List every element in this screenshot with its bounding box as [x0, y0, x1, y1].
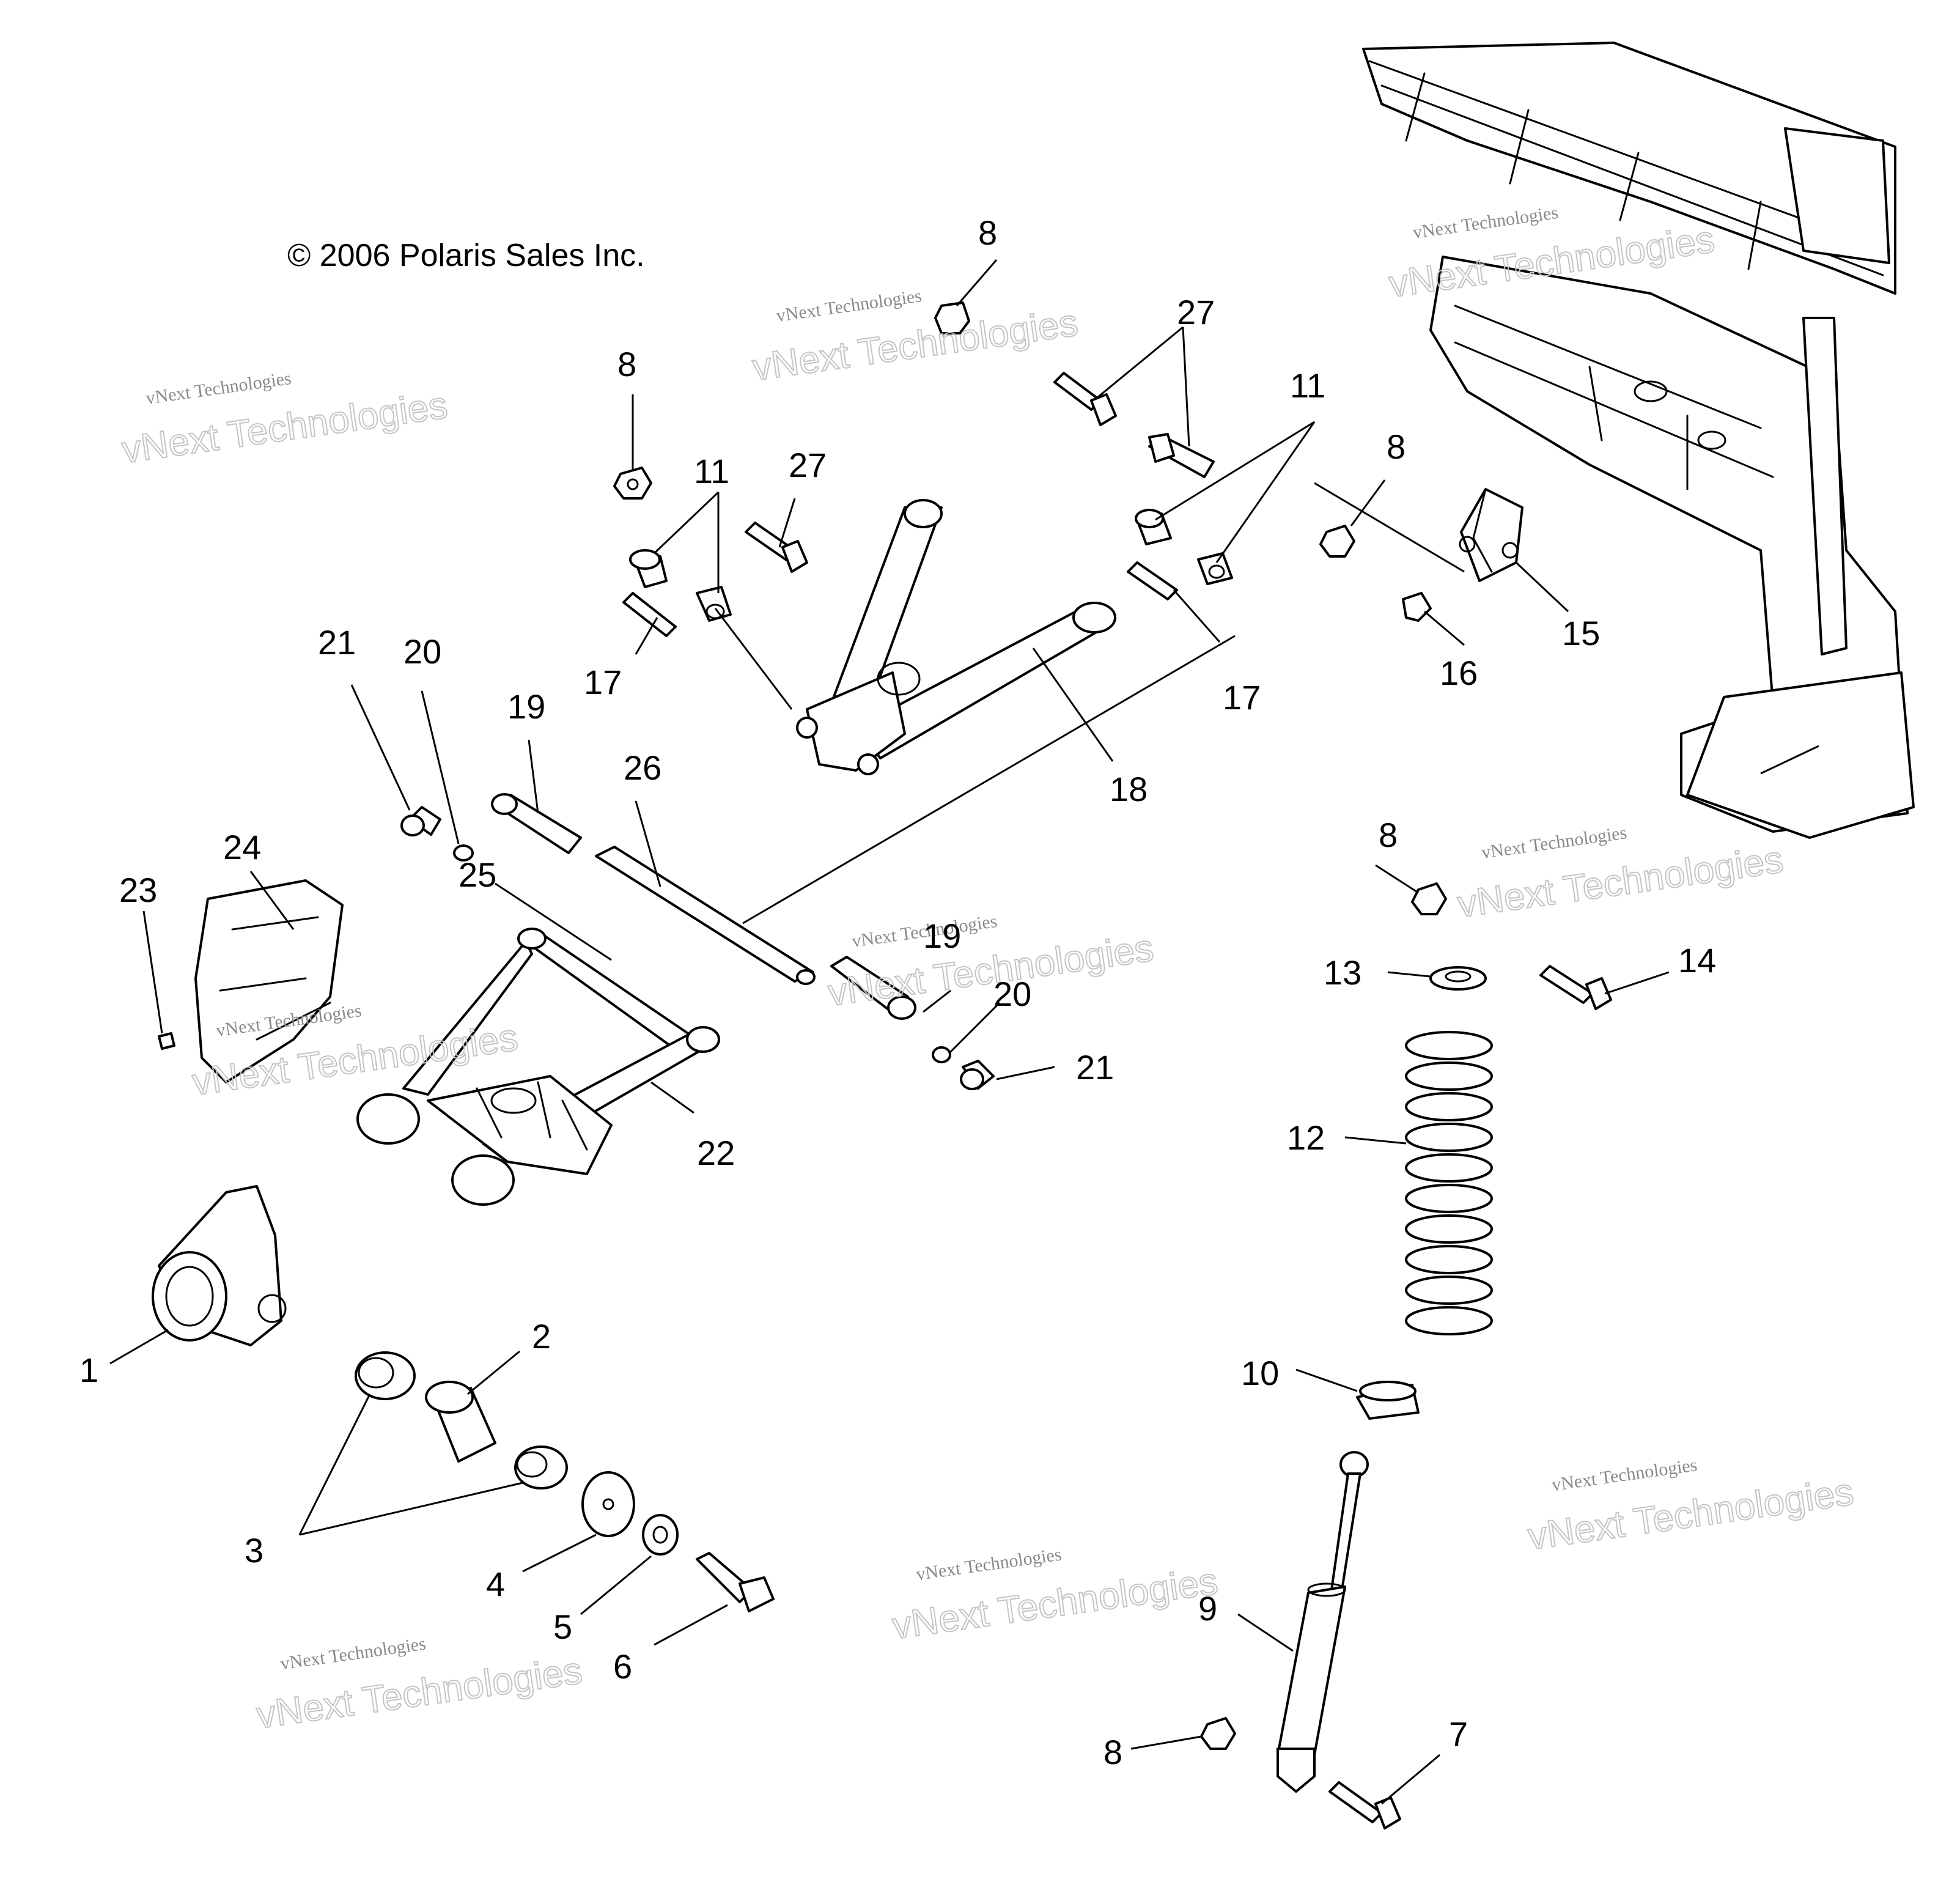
- nut-8-right: [1319, 525, 1355, 558]
- callout-8-right: 8: [1387, 427, 1406, 466]
- nut-8-upper-left: [613, 467, 652, 500]
- nut-8-spring: [1411, 882, 1447, 915]
- callout-5: 5: [553, 1608, 572, 1646]
- screw-23: [158, 1032, 175, 1050]
- callout-14: 14: [1678, 941, 1716, 980]
- pivot-tube-26: [595, 846, 816, 985]
- shock-absorber-9: [1277, 1451, 1369, 1793]
- bushing-11-b: [696, 586, 732, 622]
- callout-2: 2: [532, 1317, 551, 1356]
- callout-18: 18: [1110, 770, 1148, 808]
- callout-19-upper: 19: [507, 687, 545, 726]
- svg-text:vNext Technologies: vNext Technologies: [1412, 202, 1560, 243]
- callout-17-right: 17: [1223, 678, 1261, 717]
- svg-text:vNext Technologies: vNext Technologies: [1550, 1455, 1698, 1495]
- callout-6: 6: [613, 1647, 632, 1686]
- callout-24: 24: [223, 828, 261, 866]
- bracket-15: [1459, 488, 1523, 582]
- spacer-2: [425, 1381, 496, 1463]
- bolt-21-upper: [400, 806, 441, 836]
- spring-12: [1405, 1031, 1493, 1335]
- callout-13: 13: [1324, 953, 1361, 992]
- bolt-27-left: [745, 522, 808, 573]
- bolt-27-right-b: [1148, 433, 1215, 478]
- retainer-10: [1356, 1381, 1420, 1420]
- bolt-7: [1328, 1781, 1401, 1829]
- bolt-27-right-a: [1053, 372, 1117, 426]
- callout-26: 26: [624, 748, 661, 787]
- callout-1: 1: [79, 1351, 98, 1389]
- callout-21-lower: 21: [1076, 1048, 1114, 1087]
- callout-11-right: 11: [1290, 366, 1325, 405]
- washer-4: [581, 1471, 635, 1537]
- callout-3: 3: [245, 1531, 263, 1570]
- callout-19-lower: 19: [923, 917, 961, 955]
- callout-8-spring: 8: [1379, 816, 1398, 854]
- callout-21-upper: 21: [318, 623, 356, 662]
- callout-27-left: 27: [789, 446, 827, 484]
- watermark-2: vNext Technologies vNext Technologies: [750, 286, 1081, 389]
- svg-text:vNext Technologies: vNext Technologies: [279, 1633, 427, 1674]
- callout-11-left: 11: [694, 452, 729, 490]
- frame-assembly: [1362, 42, 1915, 839]
- bolt-16: [1402, 592, 1432, 622]
- watermark-9: vNext Technologies vNext Technologies: [1525, 1455, 1857, 1559]
- callout-25: 25: [459, 855, 496, 894]
- callouts: 1 2 3 4 5 6 7 8 8 8 8 8 9 10 11 11 12 13…: [79, 213, 1716, 1771]
- watermark-6: vNext Technologies vNext Technologies: [1454, 822, 1786, 926]
- callout-27-right: 27: [1177, 293, 1215, 331]
- leader-lines: [109, 259, 1819, 1805]
- bushing-11-d: [1197, 552, 1233, 585]
- nut-8-top: [934, 301, 970, 334]
- bearing-3-right: [514, 1445, 568, 1490]
- callout-23: 23: [119, 871, 157, 909]
- bushing-19-upper: [491, 793, 582, 854]
- bushing-11-a: [629, 549, 668, 588]
- callout-8-left: 8: [617, 345, 636, 383]
- bolt-6: [696, 1552, 775, 1612]
- callout-20-lower: 20: [993, 975, 1031, 1013]
- watermark-1: vNext Technologies vNext Technologies: [119, 368, 451, 472]
- bolt-14: [1539, 965, 1612, 1010]
- guard-24: [194, 879, 344, 1083]
- callout-15: 15: [1562, 614, 1600, 652]
- callout-10: 10: [1241, 1354, 1279, 1392]
- callout-20-upper: 20: [403, 632, 441, 671]
- pin-17-right: [1127, 561, 1178, 600]
- watermark-8: vNext Technologies vNext Technologies: [889, 1544, 1221, 1648]
- lower-a-arm-22: [356, 928, 720, 1206]
- copyright-text: © 2006 Polaris Sales Inc.: [287, 238, 645, 273]
- hub-carrier-1: [152, 1185, 287, 1346]
- callout-22: 22: [697, 1134, 735, 1172]
- svg-text:vNext Technologies: vNext Technologies: [915, 1544, 1063, 1584]
- washer-20-lower: [932, 1046, 951, 1063]
- washer-20-upper: [453, 844, 474, 862]
- callout-17-left: 17: [584, 663, 622, 701]
- svg-text:vNext Technologies: vNext Technologies: [775, 286, 923, 326]
- callout-16: 16: [1440, 654, 1478, 692]
- svg-text:vNext Technologies: vNext Technologies: [144, 368, 292, 408]
- callout-12: 12: [1287, 1118, 1325, 1157]
- callout-4: 4: [486, 1565, 505, 1603]
- watermark-5: vNext Technologies vNext Technologies: [825, 911, 1157, 1015]
- callout-8-shock: 8: [1103, 1733, 1122, 1771]
- bolt-21-lower: [960, 1060, 995, 1090]
- callout-8-top: 8: [978, 213, 997, 252]
- svg-text:vNext Technologies: vNext Technologies: [1480, 822, 1628, 863]
- upper-a-arm-18: [796, 499, 1116, 775]
- bushing-11-c: [1135, 509, 1172, 545]
- bushing-19-lower: [830, 956, 916, 1020]
- callout-7: 7: [1449, 1715, 1468, 1753]
- watermark-7: vNext Technologies vNext Technologies: [254, 1633, 586, 1737]
- washer-5: [642, 1514, 679, 1556]
- bearing-3-left: [355, 1351, 416, 1400]
- retainer-13: [1429, 966, 1487, 991]
- nut-8-shock: [1200, 1717, 1236, 1750]
- callout-9: 9: [1198, 1589, 1217, 1628]
